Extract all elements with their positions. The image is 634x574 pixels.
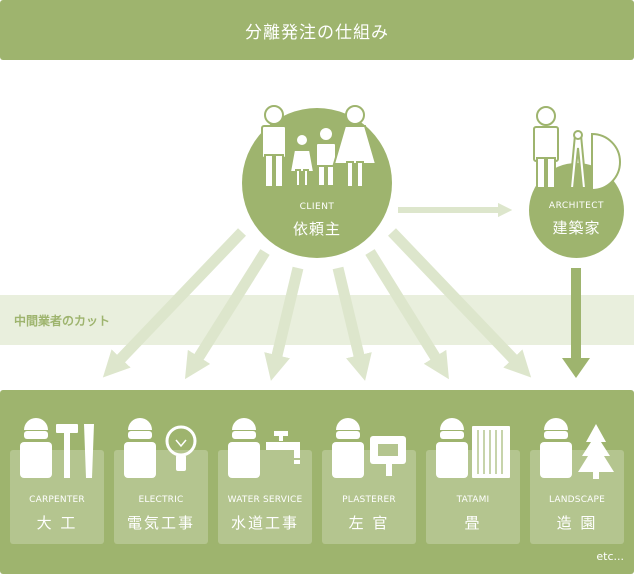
trade-water-service: WATER SERVICE 水道工事 [207,0,323,574]
middleman-cut-band [0,295,634,345]
arrow-to-tatami [365,249,449,380]
worker-icon-tatami [436,418,468,478]
arrow-to-electric [184,249,270,380]
etc-label: etc... [596,550,624,563]
trade-plasterer: PLASTERER 左 官 [311,0,427,574]
faucet-icon [266,431,300,464]
hammer-saw-icon [56,424,94,478]
trade-label-ja: 水道工事 [230,514,299,532]
trade-landscape: LANDSCAPE 造 園 [519,0,634,574]
arrow-to-water-service [264,266,304,381]
arrow-to-plasterer [332,266,372,381]
lightbulb-icon [165,425,197,471]
trade-label-en: CARPENTER [29,495,85,505]
trade-tatami: TATAMI 畳 [415,0,531,574]
trades-panel [0,390,634,574]
trade-label-ja: 造 園 [556,514,598,532]
worker-icon-landscape [540,418,572,478]
tree-icon [578,424,614,479]
trade-label-en: ELECTRIC [138,495,184,505]
trade-label-en: WATER SERVICE [227,495,303,505]
trade-electric: ELECTRIC 電気工事 [103,0,219,574]
trowel-icon [370,436,406,476]
trade-label-ja: 大 工 [36,514,78,532]
worker-icon-electric [124,418,156,478]
trade-label-ja: 電気工事 [126,514,195,532]
trade-label-en: LANDSCAPE [548,495,606,505]
tatami-icon [472,426,510,478]
worker-icon-water-service [228,418,260,478]
arrow-architect-head [562,358,590,378]
trade-label-en: PLASTERER [342,495,396,505]
architect-role-ja: 建築家 [552,219,601,237]
client-role-ja: 依頼主 [292,220,341,238]
trade-carpenter: CARPENTER 大 工 [0,0,115,574]
trade-label-en: TATAMI [456,495,490,505]
trade-label-ja: 畳 [464,514,482,532]
middleman-cut-label: 中間業者のカット [14,314,111,328]
trade-label-ja: 左 官 [348,514,390,532]
arrow-to-landscape [388,228,532,378]
diagram-title: 分離発注の仕組み [0,0,634,60]
architect-role-en: ARCHITECT [548,201,605,211]
client-role-en: CLIENT [299,202,335,212]
worker-icon-plasterer [332,418,364,478]
arrow-to-carpenter [102,228,246,378]
worker-icon-carpenter [20,418,52,478]
